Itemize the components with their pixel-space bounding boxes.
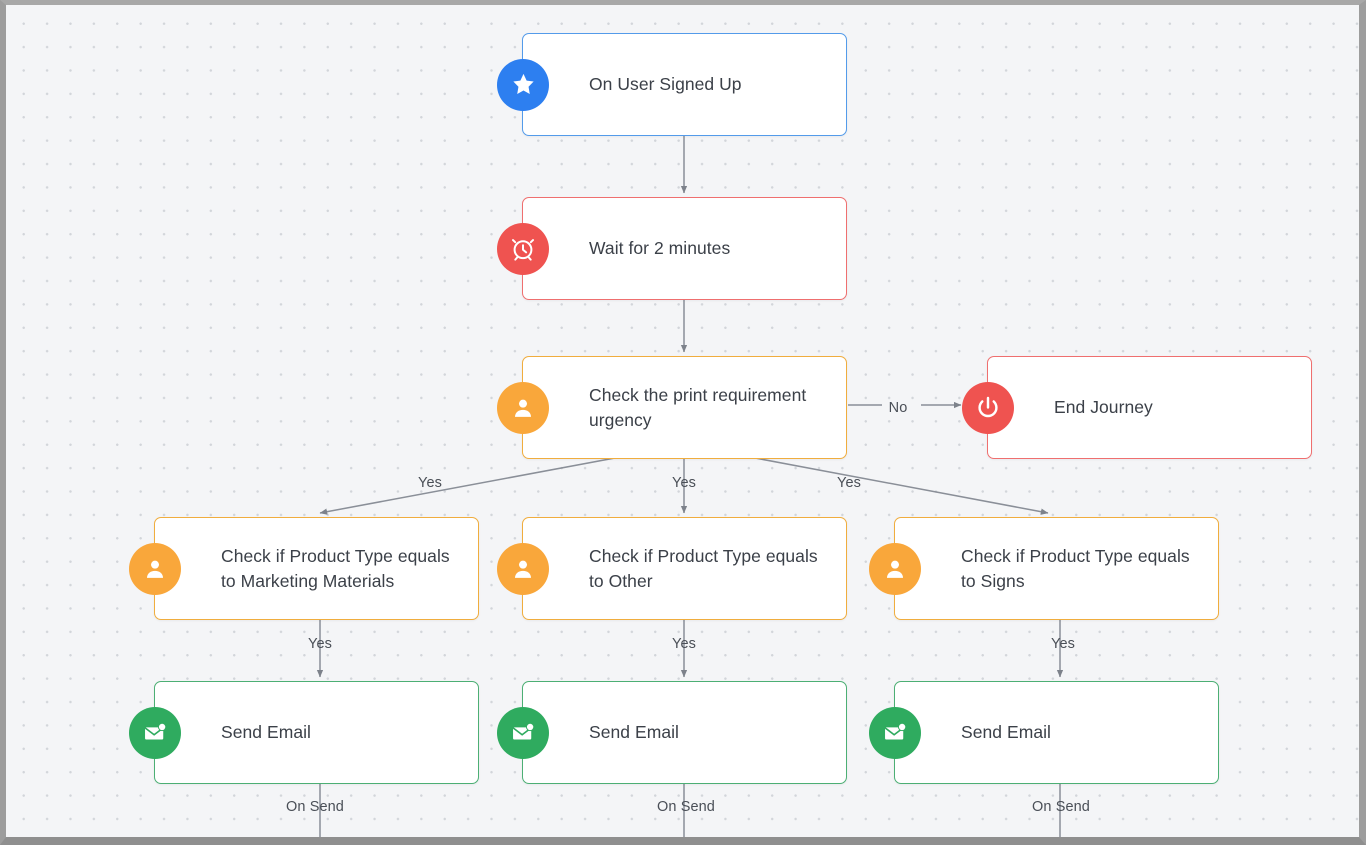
edge-label-on-send-right: On Send [1032,799,1090,815]
node-check-other[interactable]: Check if Product Type equals to Other [497,517,847,620]
node-check-print-urgency[interactable]: Check the print requirement urgency [497,356,847,459]
envelope-icon [497,706,549,759]
edge-label-yes-center: Yes [672,475,696,491]
node-on-user-signed-up[interactable]: On User Signed Up [497,33,847,136]
edge-label-no: No [888,400,908,416]
node-check-signs[interactable]: Check if Product Type equals to Signs [869,517,1219,620]
workflow-canvas[interactable]: No Yes Yes Yes Yes Yes Yes On Send On Se… [6,5,1359,837]
user-icon [497,542,549,595]
envelope-icon [129,706,181,759]
node-wait-for-2-minutes[interactable]: Wait for 2 minutes [497,197,847,300]
edge-layer [316,136,1064,837]
edge-condition-to-check-signs [738,454,1049,515]
envelope-icon [869,706,921,759]
node-label: Check if Product Type equals to Signs [961,546,1190,591]
user-icon [497,381,549,434]
node-label: Check if Product Type equals to Other [589,546,818,591]
node-label: Send Email [221,722,311,743]
edge-label-yes-left-email: Yes [308,636,332,652]
node-end-journey[interactable]: End Journey [962,356,1312,459]
node-label: Check if Product Type equals to Marketin… [221,546,450,591]
edge-label-on-send-left: On Send [286,799,344,815]
node-label: Check the print requirement urgency [589,385,807,430]
node-label: Send Email [589,722,679,743]
node-send-email-left[interactable]: Send Email [129,681,479,784]
alarm-clock-icon [497,222,549,275]
node-label: End Journey [1054,397,1153,418]
edge-label-yes-right: Yes [837,475,861,491]
edge-label-yes-center-email: Yes [672,636,696,652]
edge-condition-to-check-marketing [319,454,632,515]
edge-label-yes-left: Yes [418,475,442,491]
edge-label-yes-right-email: Yes [1051,636,1075,652]
node-check-marketing-materials[interactable]: Check if Product Type equals to Marketin… [129,517,479,620]
node-send-email-right[interactable]: Send Email [869,681,1219,784]
node-send-email-center[interactable]: Send Email [497,681,847,784]
node-label: Wait for 2 minutes [589,238,731,259]
node-label: Send Email [961,722,1051,743]
edge-label-on-send-center: On Send [657,799,715,815]
star-icon [497,58,549,111]
node-label: On User Signed Up [589,74,742,95]
power-icon [962,381,1014,434]
user-icon [129,542,181,595]
user-icon [869,542,921,595]
